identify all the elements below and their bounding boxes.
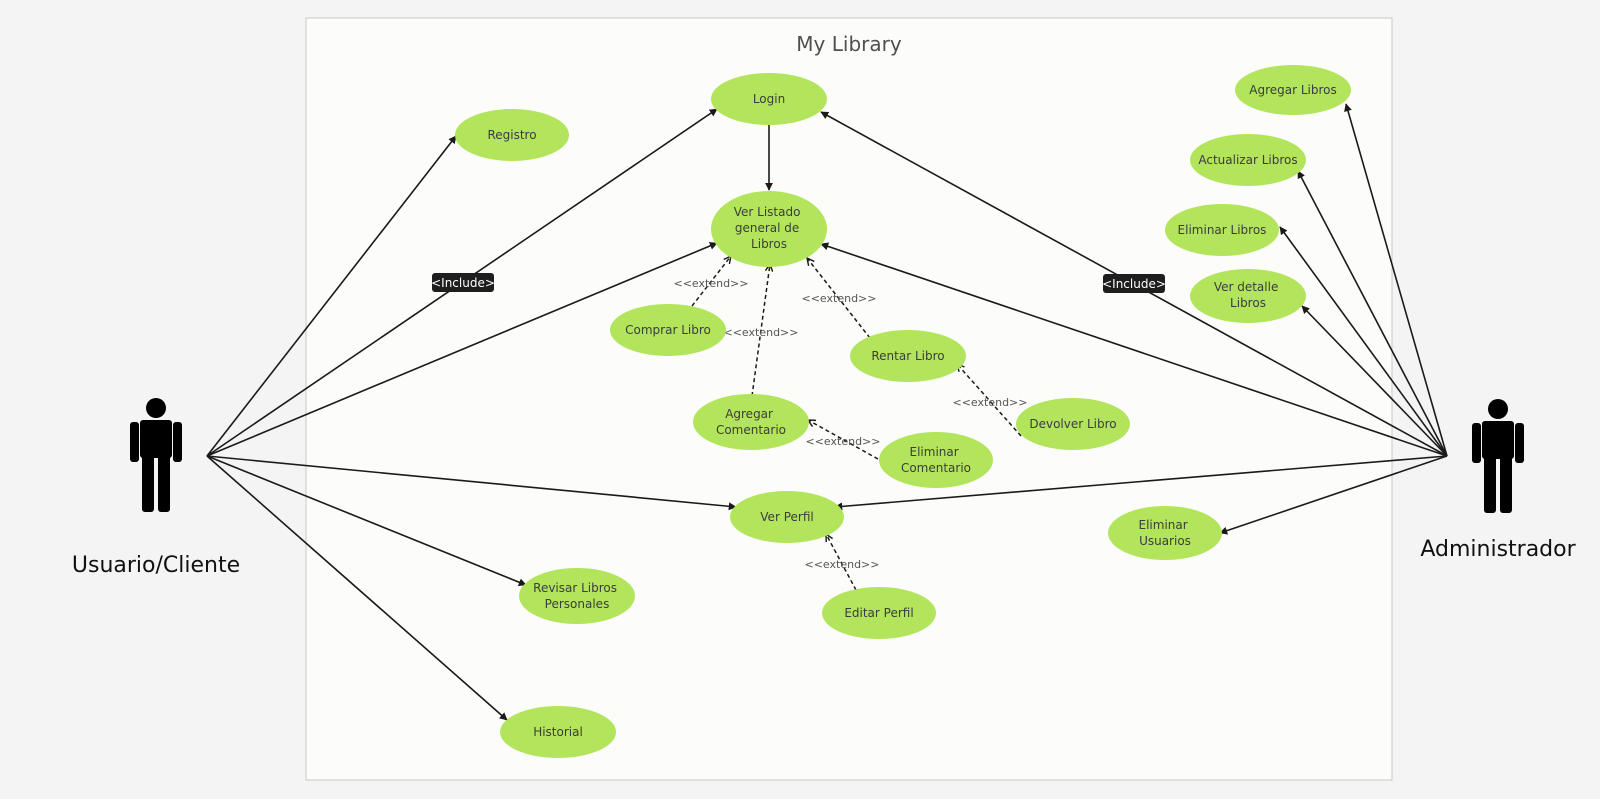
assoc-user-registro: [206, 135, 457, 457]
use-case-label: Agregar Libros: [1249, 83, 1337, 97]
use-case-eliminar-comentario[interactable]: Eliminar Comentario: [879, 432, 993, 488]
assoc-user-revisar: [206, 455, 527, 587]
actor-figure-icon: [1472, 399, 1524, 513]
use-case-eliminar-usuarios[interactable]: Eliminar Usuarios: [1108, 506, 1222, 560]
extend-agregar-comentario-ver-listado: [751, 264, 770, 397]
extend-label: <<extend>>: [802, 292, 877, 305]
assoc-admin-eliminar-usuarios: [1219, 455, 1448, 535]
include-badge: <Include>: [431, 273, 495, 292]
actor-administrador[interactable]: Administrador: [1420, 399, 1577, 562]
extend-lines: [691, 256, 1022, 591]
use-case-ver-perfil[interactable]: Ver Perfil: [730, 491, 844, 543]
use-case-label: Rentar Libro: [871, 349, 944, 363]
use-case-label: Eliminar Libros: [1178, 223, 1267, 237]
use-case-ver-listado[interactable]: Ver Listado general de Libros: [711, 191, 827, 267]
assoc-user-ver-listado: [206, 242, 718, 457]
use-case-label: Editar Perfil: [844, 606, 913, 620]
actor-label: Usuario/Cliente: [72, 553, 240, 578]
extend-label: <<extend>>: [806, 435, 881, 448]
use-case-comprar-libro[interactable]: Comprar Libro: [610, 304, 726, 356]
use-case-label: Actualizar Libros: [1198, 153, 1297, 167]
use-case-actualizar-libros[interactable]: Actualizar Libros: [1190, 134, 1306, 186]
include-label: <Include>: [1102, 277, 1166, 291]
use-case-agregar-libros[interactable]: Agregar Libros: [1235, 65, 1351, 115]
assoc-user-historial: [206, 455, 508, 721]
use-case-label: Eliminar Comentario: [901, 445, 971, 475]
use-case-label: Registro: [487, 128, 536, 142]
use-case-login[interactable]: Login: [711, 73, 827, 125]
extend-label: <<extend>>: [724, 326, 799, 339]
use-case-label: Comprar Libro: [625, 323, 711, 337]
assoc-admin-ver-listado: [820, 242, 1448, 457]
use-case-label: Historial: [533, 725, 583, 739]
extend-eliminar-comentario-agregar: [808, 420, 879, 460]
system-title: My Library: [796, 32, 902, 56]
extend-rentar-ver-listado: [807, 258, 871, 339]
use-case-label: Eliminar Usuarios: [1139, 518, 1192, 548]
use-case-label: Ver detalle Libros: [1214, 280, 1282, 310]
include-badge: <Include>: [1102, 274, 1166, 293]
assoc-admin-actualizar-libros: [1297, 170, 1448, 457]
extend-comprar-ver-listado: [691, 256, 731, 307]
actor-label: Administrador: [1420, 537, 1576, 562]
actor-usuario-cliente[interactable]: Usuario/Cliente: [72, 398, 240, 578]
include-label: <Include>: [431, 276, 495, 290]
use-case-editar-perfil[interactable]: Editar Perfil: [822, 587, 936, 639]
extend-label: <<extend>>: [953, 396, 1028, 409]
association-lines: [206, 103, 1448, 721]
use-case-eliminar-libros[interactable]: Eliminar Libros: [1165, 204, 1279, 256]
assoc-admin-ver-detalle: [1301, 305, 1448, 457]
use-case-label: Ver Listado general de Libros: [734, 205, 805, 251]
extend-label: <<extend>>: [805, 558, 880, 571]
assoc-admin-agregar-libros: [1344, 103, 1448, 457]
use-case-label: Login: [753, 92, 785, 106]
assoc-admin-eliminar-libros: [1279, 226, 1448, 457]
use-case-devolver-libro[interactable]: Devolver Libro: [1016, 398, 1130, 450]
use-case-label: Ver Perfil: [760, 510, 813, 524]
use-case-ver-detalle-libros[interactable]: Ver detalle Libros: [1190, 269, 1306, 323]
actor-figure-icon: [130, 398, 182, 512]
use-case-registro[interactable]: Registro: [455, 109, 569, 161]
assoc-user-ver-perfil: [206, 455, 737, 511]
use-case-label: Devolver Libro: [1029, 417, 1116, 431]
assoc-admin-ver-perfil: [834, 455, 1448, 511]
use-case-revisar-libros[interactable]: Revisar Libros Personales: [519, 568, 635, 624]
use-case-historial[interactable]: Historial: [500, 706, 616, 758]
extend-label: <<extend>>: [674, 277, 749, 290]
extend-devolver-rentar: [957, 364, 1022, 437]
extend-editar-ver-perfil: [826, 534, 857, 591]
use-case-label: Revisar Libros Personales: [533, 581, 621, 611]
use-case-label: Agregar Comentario: [716, 407, 786, 437]
use-case-agregar-comentario[interactable]: Agregar Comentario: [693, 394, 809, 450]
use-case-rentar-libro[interactable]: Rentar Libro: [850, 330, 966, 382]
